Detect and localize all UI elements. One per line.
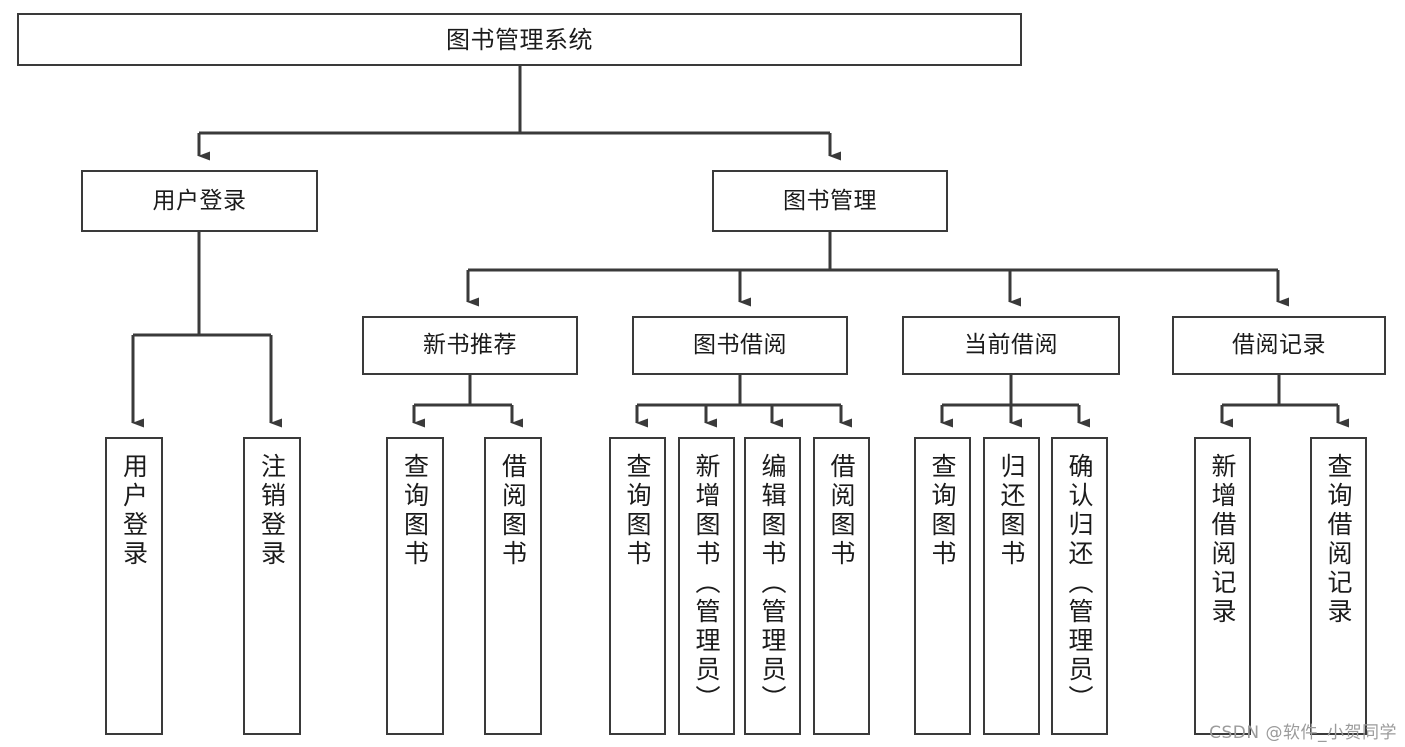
leaf-current-query-book[interactable]: 查询图书 xyxy=(914,437,971,735)
node-label: 确认归还（管理员） xyxy=(1065,453,1094,714)
leaf-borrow-edit-book-admin[interactable]: 编辑图书（管理员） xyxy=(744,437,801,735)
node-label: 查询图书 xyxy=(400,453,430,569)
node-label: 借阅记录 xyxy=(1232,332,1326,358)
node-label: 新增图书（管理员） xyxy=(692,453,721,714)
node-label: 查询借阅记录 xyxy=(1324,453,1353,627)
node-label: 查询图书 xyxy=(623,453,652,569)
node-book-borrow[interactable]: 图书借阅 xyxy=(632,316,848,375)
leaf-recommend-borrow-book[interactable]: 借阅图书 xyxy=(484,437,542,735)
node-label: 用户登录 xyxy=(119,453,149,569)
leaf-user-login-signout[interactable]: 注销登录 xyxy=(243,437,301,735)
leaf-record-add-record[interactable]: 新增借阅记录 xyxy=(1194,437,1251,735)
node-label: 注销登录 xyxy=(257,453,287,569)
node-book-management[interactable]: 图书管理 xyxy=(712,170,948,232)
node-label: 当前借阅 xyxy=(964,332,1058,358)
node-label: 归还图书 xyxy=(997,453,1026,569)
node-label: 新增借阅记录 xyxy=(1208,453,1237,627)
leaf-current-confirm-return-admin[interactable]: 确认归还（管理员） xyxy=(1051,437,1108,735)
node-label: 借阅图书 xyxy=(498,453,528,569)
node-new-book-recommend[interactable]: 新书推荐 xyxy=(362,316,578,375)
node-user-login[interactable]: 用户登录 xyxy=(81,170,318,232)
node-current-borrow[interactable]: 当前借阅 xyxy=(902,316,1120,375)
leaf-borrow-query-book[interactable]: 查询图书 xyxy=(609,437,666,735)
node-label: 查询图书 xyxy=(928,453,957,569)
watermark: CSDN @软件_小贺同学 xyxy=(1209,723,1397,743)
leaf-user-login-signin[interactable]: 用户登录 xyxy=(105,437,163,735)
node-root-system[interactable]: 图书管理系统 xyxy=(17,13,1022,66)
node-label: 新书推荐 xyxy=(423,332,517,358)
node-label: 用户登录 xyxy=(152,187,247,214)
leaf-current-return-book[interactable]: 归还图书 xyxy=(983,437,1040,735)
leaf-recommend-query-book[interactable]: 查询图书 xyxy=(386,437,444,735)
node-borrow-record[interactable]: 借阅记录 xyxy=(1172,316,1386,375)
node-label: 图书管理 xyxy=(783,187,877,214)
node-label: 图书管理系统 xyxy=(446,25,593,54)
node-label: 图书借阅 xyxy=(693,332,787,358)
node-label: 编辑图书（管理员） xyxy=(758,453,787,714)
leaf-borrow-add-book-admin[interactable]: 新增图书（管理员） xyxy=(678,437,735,735)
leaf-record-query-record[interactable]: 查询借阅记录 xyxy=(1310,437,1367,735)
node-label: 借阅图书 xyxy=(827,453,856,569)
leaf-borrow-borrow-book[interactable]: 借阅图书 xyxy=(813,437,870,735)
